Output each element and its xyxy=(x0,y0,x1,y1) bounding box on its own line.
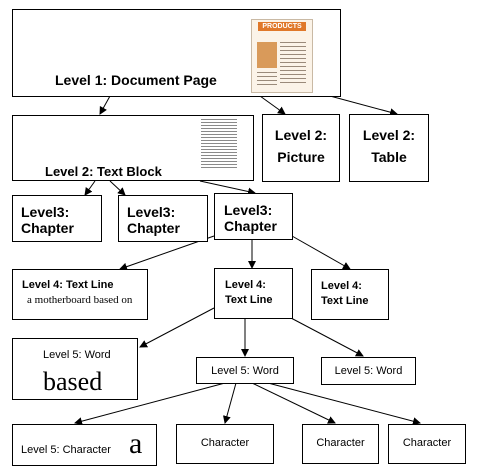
thumbnail-text-lines xyxy=(280,42,306,86)
node-chapter-3-line2: Chapter xyxy=(224,218,277,234)
node-chapter-1-line2: Chapter xyxy=(21,220,74,236)
node-word-1-label: Level 5: Word xyxy=(43,349,111,361)
thumbnail-text-lines-left xyxy=(257,72,277,86)
thumbnail-banner: PRODUCTS xyxy=(258,22,306,31)
thumbnail-picture-block xyxy=(257,42,277,68)
node-chapter-1-line1: Level3: xyxy=(21,204,70,220)
node-chapter-2: Level3: Chapter xyxy=(118,195,208,242)
node-word-1: Level 5: Word based xyxy=(12,338,138,400)
edge-textblock-chapter3 xyxy=(199,180,256,196)
node-character-2-label: Character xyxy=(200,437,250,449)
node-text-block: Level 2: Text Block xyxy=(12,115,254,181)
node-character-1-label: Level 5: Character xyxy=(21,444,111,456)
node-text-line-2-line2: Text Line xyxy=(225,294,273,306)
edge-word2-character1 xyxy=(74,382,226,426)
node-text-line-1-label: Level 4: Text Line xyxy=(22,279,114,291)
node-character-1-sample: a xyxy=(129,427,143,460)
edge-chapter3-textline3 xyxy=(291,235,351,270)
node-table-line2: Table xyxy=(371,149,407,165)
document-thumbnail-image: PRODUCTS xyxy=(251,19,313,93)
node-text-line-2-line1: Level 4: xyxy=(225,279,266,291)
edge-textline2-word1 xyxy=(139,307,215,348)
node-chapter-2-line2: Chapter xyxy=(127,220,180,236)
node-chapter-2-line1: Level3: xyxy=(127,204,176,220)
node-word-2-label: Level 5: Word xyxy=(211,365,279,377)
node-text-line-2: Level 4: Text Line xyxy=(214,268,293,319)
node-text-block-label: Level 2: Text Block xyxy=(45,164,162,179)
node-picture: Level 2: Picture xyxy=(262,114,340,182)
node-word-2: Level 5: Word xyxy=(196,357,294,384)
node-character-3: Character xyxy=(302,424,379,464)
node-character-2: Character xyxy=(176,424,274,464)
node-table-line1: Level 2: xyxy=(362,127,416,143)
edge-page-textblock xyxy=(99,95,111,115)
node-character-1: Level 5: Character a xyxy=(12,424,157,466)
edge-textline2-word3 xyxy=(290,317,364,357)
node-text-line-3: Level 4: Text Line xyxy=(311,269,389,320)
node-table: Level 2: Table xyxy=(349,114,429,182)
node-picture-line2: Picture xyxy=(277,149,325,165)
node-text-line-3-line2: Text Line xyxy=(321,295,369,307)
node-text-line-3-line1: Level 4: xyxy=(321,280,362,292)
node-chapter-3: Level3: Chapter xyxy=(214,193,293,240)
edge-page-table xyxy=(329,95,398,117)
node-text-line-1: Level 4: Text Line a motherboard based o… xyxy=(12,269,148,320)
edge-page-picture xyxy=(259,95,286,115)
node-chapter-3-line1: Level3: xyxy=(224,202,273,218)
node-picture-line1: Level 2: xyxy=(274,127,328,143)
node-text-line-1-sample: a motherboard based on xyxy=(27,294,133,306)
edge-word2-character3 xyxy=(251,382,336,424)
node-character-4-label: Character xyxy=(402,437,452,449)
edge-textblock-chapter1 xyxy=(84,180,96,196)
node-word-1-sample: based xyxy=(43,367,103,396)
node-word-3: Level 5: Word xyxy=(321,357,416,385)
edge-textblock-chapter2 xyxy=(109,180,126,196)
edge-word2-character4 xyxy=(267,382,421,426)
node-document-page-label: Level 1: Document Page xyxy=(55,72,217,88)
text-block-thumbnail-image xyxy=(201,119,237,169)
node-character-4: Character xyxy=(388,424,466,464)
node-word-3-label: Level 5: Word xyxy=(334,365,403,377)
node-character-3-label: Character xyxy=(316,437,365,449)
edge-word2-character2 xyxy=(222,382,237,424)
node-document-page: Level 1: Document Page PRODUCTS xyxy=(12,9,341,97)
node-chapter-1: Level3: Chapter xyxy=(12,195,102,242)
